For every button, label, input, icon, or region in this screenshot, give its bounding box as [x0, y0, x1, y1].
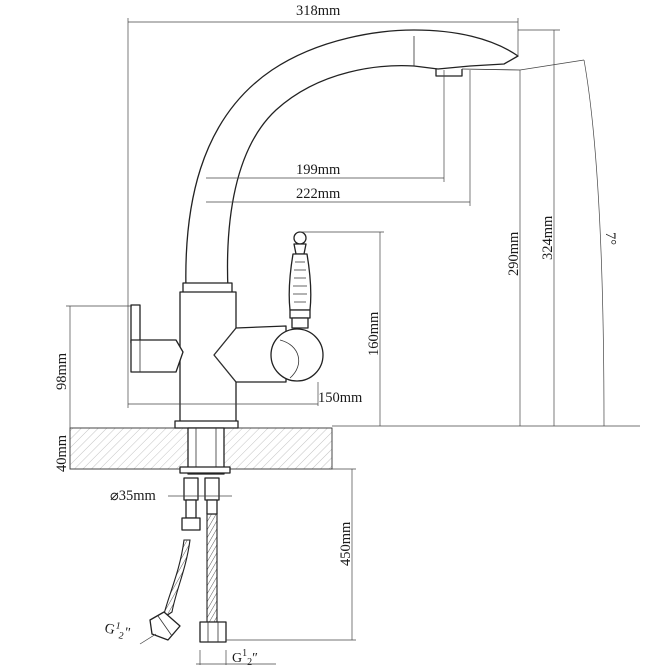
- thread-left-sup: 1: [115, 620, 122, 632]
- left-supply-hose: [162, 539, 191, 620]
- mounting-stud: [187, 427, 225, 475]
- dim-hose-length: 450mm: [338, 521, 354, 566]
- dim-height-outlet: 290mm: [506, 231, 522, 276]
- dim-handle-reach: 150mm: [318, 390, 363, 406]
- thread-label-right: G12″: [232, 648, 258, 668]
- thread-right-sub: 2: [247, 657, 252, 668]
- dim-handle-height: 160mm: [366, 311, 382, 356]
- dim-mount-hole: ⌀35mm: [110, 488, 157, 504]
- left-hose-nut: [149, 611, 181, 641]
- right-hose-nut: [199, 621, 227, 643]
- dimension-labels: 318mm 199mm 222mm 290mm 324mm 7° 160mm 1…: [54, 3, 618, 566]
- dim-deck-thickness: 40mm: [54, 434, 70, 472]
- thread-label-left: G12": [103, 618, 132, 643]
- right-supply-hose: [206, 513, 218, 623]
- spout: [185, 29, 519, 291]
- thread-left-suffix: ": [123, 625, 132, 641]
- thread-left-sub: 2: [118, 630, 125, 642]
- dim-spout-reach-outer: 222mm: [296, 186, 341, 202]
- dim-width-total: 318mm: [296, 3, 341, 19]
- dim-spout-reach-inner: 199mm: [296, 162, 341, 178]
- filter-handle: [288, 231, 312, 329]
- svg-text:G12″: G12″: [232, 648, 258, 668]
- faucet-body: [130, 29, 521, 531]
- dimension-lines: [66, 18, 640, 665]
- svg-text:G12": G12": [103, 618, 132, 643]
- thread-left-main: G: [103, 621, 116, 638]
- side-lever: [130, 304, 141, 344]
- dim-tilt-angle: 7°: [602, 232, 618, 245]
- dim-height-total: 324mm: [540, 215, 556, 260]
- thread-right-sup: 1: [242, 648, 247, 659]
- thread-right-suffix: ″: [252, 651, 258, 666]
- thread-right-main: G: [232, 651, 242, 666]
- dim-base-height: 98mm: [54, 352, 70, 390]
